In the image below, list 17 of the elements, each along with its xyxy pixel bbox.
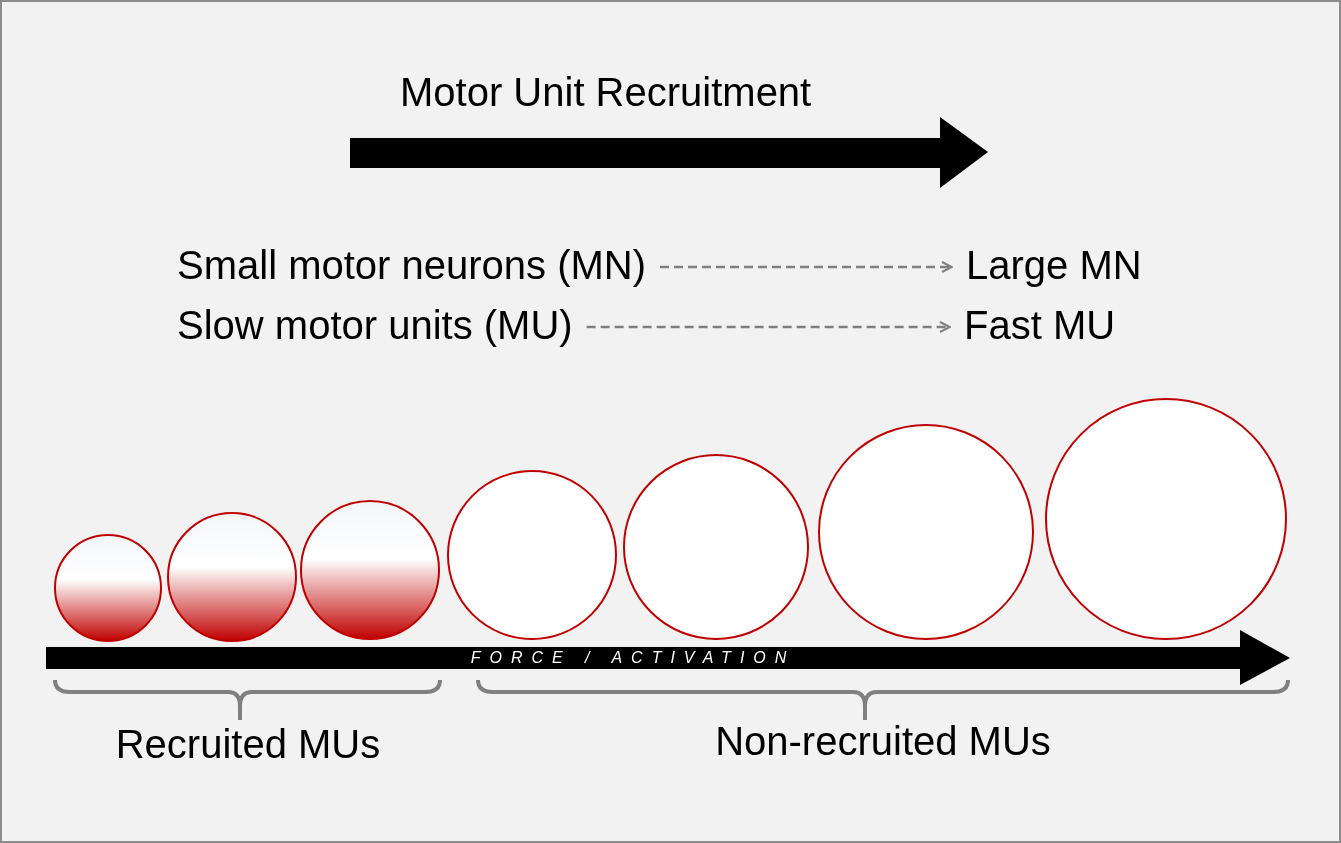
text-label: Fast MU [964,303,1116,347]
text-label: Small motor neurons (MN) [177,243,646,287]
text-label: Large MN [966,243,1142,287]
dashed-arrow [586,321,951,333]
motor-unit-circle [1045,398,1287,640]
group-label: Non-recruited MUs [715,719,1051,763]
diagram-title: Motor Unit Recruitment [400,70,812,114]
recruited-motor-unit-circle [54,534,162,642]
recruited-motor-unit-circle [300,500,440,640]
motor-unit-circle [447,470,617,640]
motor-unit-circle [623,454,809,640]
recruited-motor-unit-circle [167,512,297,642]
axis-label: FORCE / ACTIVATION [470,649,796,667]
dashed-arrow [660,261,953,273]
text-label: Slow motor units (MU) [177,303,573,347]
motor-unit-circle [818,424,1034,640]
group-label: Recruited MUs [115,722,381,766]
